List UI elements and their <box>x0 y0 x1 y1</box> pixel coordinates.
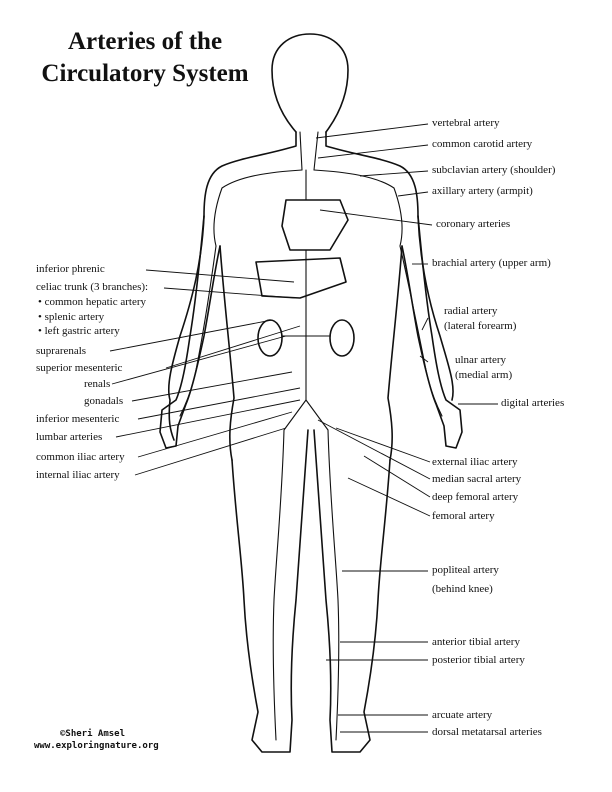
label-internal-iliac-artery: internal iliac artery <box>36 469 120 481</box>
label-suprarenals: suprarenals <box>36 345 87 357</box>
right-kidney <box>329 319 355 357</box>
leader-carotid <box>317 144 429 159</box>
label-inferior-phrenic: inferior phrenic <box>36 263 105 275</box>
label-brachial-artery: brachial artery (upper arm) <box>432 257 551 269</box>
label-subclavian-artery: subclavian artery (shoulder) <box>432 164 556 176</box>
leader-superior-mesenteric <box>165 325 301 369</box>
credit-website: www.exploringnature.org <box>34 741 159 751</box>
label-axillary-artery: axillary artery (armpit) <box>432 185 533 197</box>
leader-suprarenals <box>109 319 273 352</box>
label-median-sacral-artery: median sacral artery <box>432 473 522 485</box>
title-line-1: Arteries of the <box>67 28 223 55</box>
label-arcuate-artery: arcuate artery <box>432 709 493 721</box>
label-posterior-tibial-artery: posterior tibial artery <box>432 654 525 666</box>
label-celiac-trunk-note: (3 branches): <box>90 281 149 293</box>
label-deep-femoral-artery: deep femoral artery <box>432 491 519 503</box>
label-left-gastric-artery: • left gastric artery <box>38 325 120 337</box>
leader-radial <box>421 317 429 331</box>
label-radial-artery: radial artery <box>444 305 498 317</box>
label-common-hepatic-artery: • common hepatic artery <box>38 296 147 308</box>
leader-renals <box>111 335 287 385</box>
leader-median-sacral <box>317 419 431 480</box>
label-popliteal-artery-note: (behind knee) <box>432 583 493 595</box>
leg-artery-right <box>327 429 340 741</box>
leader-lumbar <box>115 399 301 438</box>
label-femoral-artery: femoral artery <box>432 510 495 522</box>
heart <box>281 199 349 251</box>
leader-ulnar <box>419 355 429 363</box>
leader-ext-iliac <box>335 427 431 463</box>
iliac-arteries <box>283 399 329 431</box>
arm-artery-right <box>399 245 443 417</box>
label-inferior-mesenteric: inferior mesenteric <box>36 413 120 425</box>
label-superior-mesenteric: superior mesenteric <box>36 362 123 374</box>
torso-sides <box>219 245 403 461</box>
label-gonadals: gonadals <box>84 395 124 407</box>
leader-gonadals <box>131 371 293 402</box>
credit: ©Sheri Amsel www.exploringnature.org <box>34 728 159 752</box>
left-leg <box>231 429 309 753</box>
leader-inferior-phrenic <box>145 269 295 283</box>
label-common-carotid-artery: common carotid artery <box>432 138 533 150</box>
subclavian-left <box>213 169 303 247</box>
leader-axillary <box>397 191 429 197</box>
leader-vertebral <box>315 123 429 139</box>
leg-artery-left <box>272 429 285 741</box>
label-splenic-artery: • splenic artery <box>38 311 105 323</box>
leader-deep-femoral <box>363 455 431 498</box>
label-celiac-trunk: celiac trunk (3 branches): <box>36 281 148 294</box>
leader-celiac <box>163 287 297 299</box>
body-outline <box>167 131 454 441</box>
title-line-2: Circulatory System <box>41 60 249 87</box>
label-renals: renals <box>84 378 111 390</box>
label-anterior-tibial-artery: anterior tibial artery <box>432 636 520 648</box>
leader-femoral <box>347 477 431 517</box>
label-ulnar-artery-note: (medial arm) <box>455 369 513 381</box>
label-lumbar-arteries: lumbar arteries <box>36 431 103 443</box>
label-ulnar-artery: ulnar artery <box>455 354 506 366</box>
label-external-iliac-artery: external iliac artery <box>432 456 518 468</box>
leader-inferior-mesenteric <box>137 387 301 420</box>
diagram-title: Arteries of the Circulatory System <box>40 26 250 90</box>
right-arm <box>401 215 463 449</box>
subclavian-right <box>313 169 403 247</box>
label-digital-arteries: digital arteries <box>501 397 565 409</box>
left-arm <box>159 215 221 449</box>
leader-coronary <box>319 209 433 226</box>
leader-subclavian <box>359 170 429 177</box>
label-celiac-trunk-name: celiac trunk <box>36 281 88 293</box>
label-popliteal-artery: popliteal artery <box>432 564 499 576</box>
label-radial-artery-note: (lateral forearm) <box>444 320 517 332</box>
label-vertebral-artery: vertebral artery <box>432 117 500 129</box>
label-common-iliac-artery: common iliac artery <box>36 451 125 463</box>
leader-internal-iliac <box>134 427 287 476</box>
head-outline <box>271 33 349 133</box>
label-dorsal-metatarsal-arteries: dorsal metatarsal arteries <box>432 726 542 738</box>
label-coronary-arteries: coronary arteries <box>436 218 511 230</box>
leader-common-iliac <box>137 411 293 458</box>
credit-author: ©Sheri Amsel <box>60 729 126 739</box>
liver <box>255 257 347 299</box>
right-leg <box>313 429 391 753</box>
carotid-arteries <box>299 131 319 171</box>
